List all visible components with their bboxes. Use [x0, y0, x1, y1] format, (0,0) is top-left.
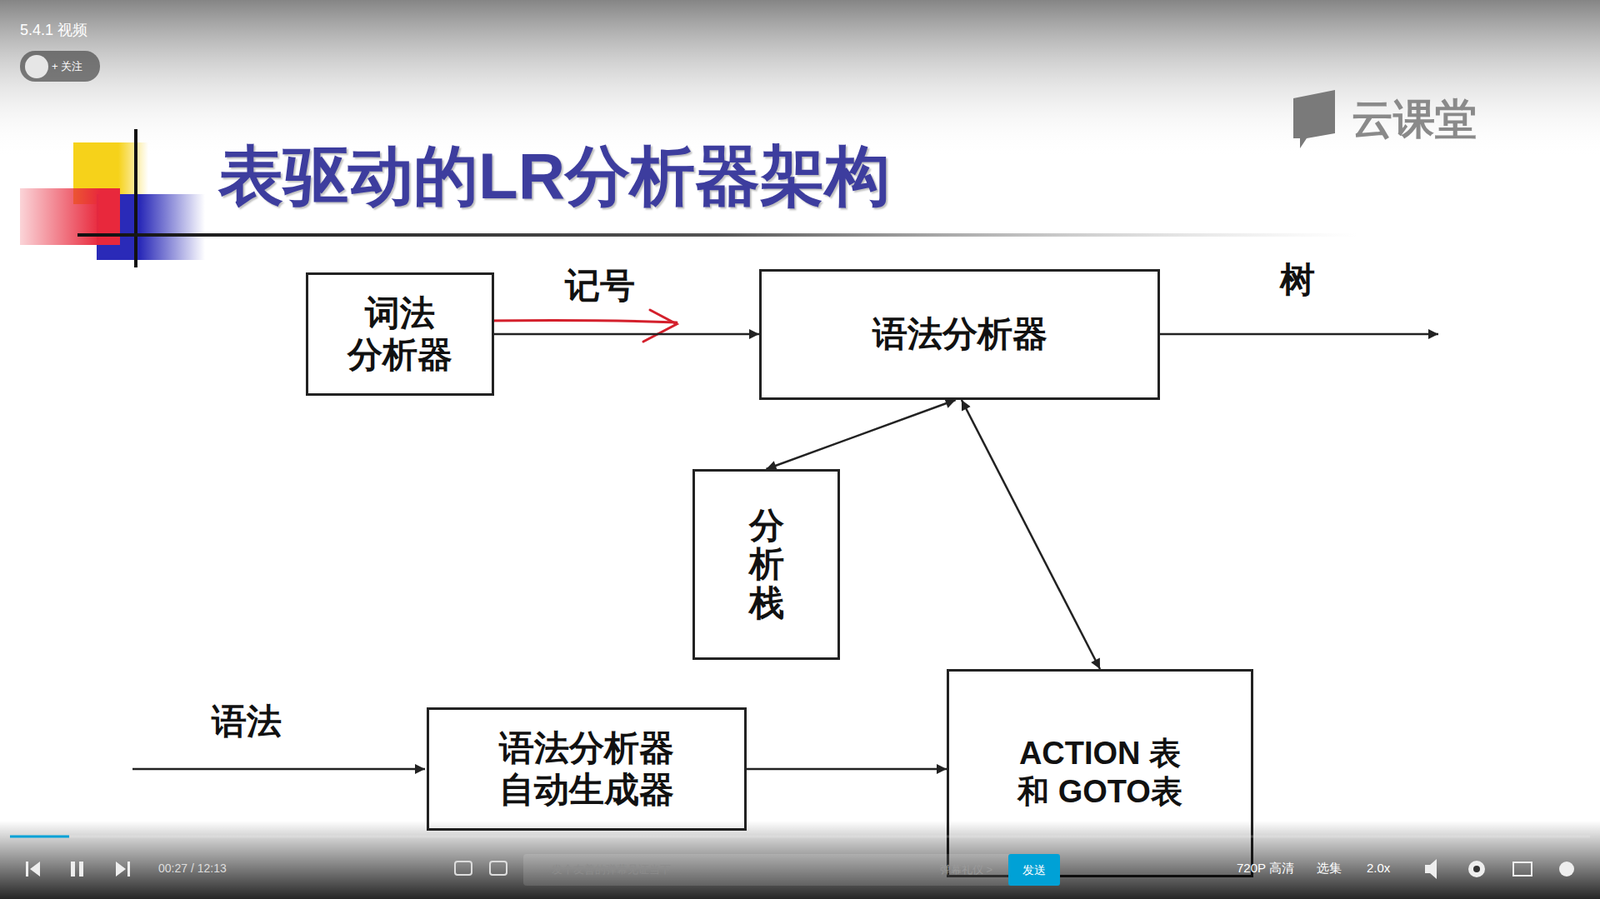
player-controls	[25, 861, 130, 877]
box-label: 词法 分析器	[333, 292, 467, 377]
next-icon	[115, 861, 130, 877]
danmaku-icon	[455, 861, 472, 875]
box-label: 分析栈	[749, 506, 785, 623]
input-label: 语法	[211, 698, 282, 745]
red-arrow	[478, 320, 677, 323]
box-label: 语法分析器 自动生成器	[478, 727, 695, 812]
top-shade	[0, 0, 1600, 159]
danmaku-etiquette: 弹幕礼仪 >	[940, 862, 993, 878]
connector-arrow	[766, 400, 956, 470]
output-arrow	[1160, 333, 1439, 336]
title-rule	[77, 233, 1358, 237]
danmaku-icon	[490, 861, 507, 875]
pause-icon	[79, 861, 84, 877]
avatar	[25, 55, 49, 79]
slide-title: 表驱动的LR分析器架构	[218, 133, 890, 221]
settings-hole	[1473, 865, 1480, 873]
connector-arrow	[961, 400, 1100, 670]
episode-list: 选集	[1316, 860, 1342, 877]
settings-icon	[1468, 860, 1485, 878]
box-label: ACTION 表 和 GOTO表	[1003, 735, 1197, 811]
prev-icon	[25, 861, 40, 877]
edge-label: 记号	[561, 262, 639, 310]
follow-pill	[20, 50, 100, 82]
generator-box: 语法分析器 自动生成器	[426, 707, 747, 832]
stack-box: 分析栈	[692, 469, 840, 660]
lexer-box: 词法 分析器	[305, 272, 495, 397]
progress-fill	[10, 835, 70, 839]
connector-arrow	[494, 333, 760, 336]
bar-shade	[0, 820, 1600, 899]
parser-box: 语法分析器	[759, 269, 1160, 400]
danmaku-icons	[455, 861, 507, 875]
logo-icon	[1293, 90, 1335, 149]
follow-button: + 关注	[51, 59, 83, 75]
logo-text: 云课堂	[1351, 91, 1477, 148]
danmaku-input	[523, 854, 1060, 886]
connector-arrow	[746, 768, 947, 771]
time-display: 00:27 / 12:13	[158, 861, 227, 875]
box-label: 语法分析器	[872, 313, 1048, 355]
danmaku-placeholder: 发个友善的弹幕见证当下	[551, 862, 671, 878]
speed-setting: 2.0x	[1366, 860, 1390, 875]
progress-track	[10, 835, 1590, 839]
video-title: 5.4.1 视频	[20, 20, 88, 40]
fullscreen-icon	[1559, 861, 1575, 877]
output-label: 树	[1280, 256, 1315, 304]
pause-icon	[70, 861, 75, 877]
window-icon	[1513, 862, 1532, 876]
right-controls	[1425, 859, 1575, 880]
volume-icon	[1425, 859, 1437, 880]
cross-line	[134, 129, 138, 268]
input-arrow	[132, 768, 425, 771]
quality-setting: 720P 高清	[1236, 860, 1295, 877]
send-button: 发送	[1008, 854, 1060, 886]
red-arrowhead	[643, 310, 677, 342]
